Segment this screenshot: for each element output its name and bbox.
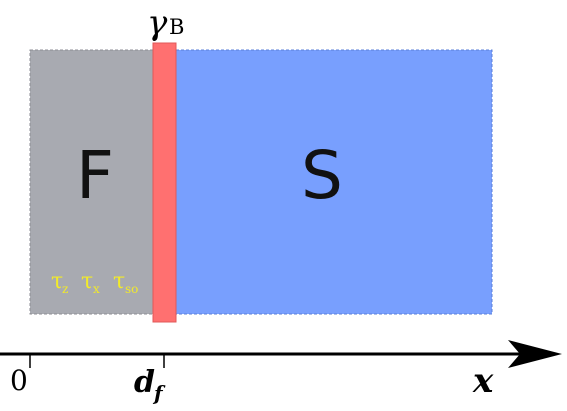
barrier-label-main: γ xyxy=(147,3,168,43)
tau-so-label: τ so xyxy=(113,269,138,296)
interface-label: d f xyxy=(134,365,166,405)
x-axis-arrowhead xyxy=(508,340,562,368)
relaxation-times: τ z τ x τ so xyxy=(51,269,138,296)
superconductor-label: S xyxy=(301,137,343,214)
origin-label: 0 xyxy=(10,364,28,397)
axis-label: x xyxy=(472,361,494,401)
ferromagnet-region xyxy=(29,49,155,315)
superconductor-region xyxy=(175,49,493,315)
tau-z-label: τ z xyxy=(51,269,68,296)
barrier-layer xyxy=(152,42,177,323)
barrier-label-sub: B xyxy=(169,15,184,39)
barrier-label: γ B xyxy=(147,3,184,43)
tau-x-label: τ x xyxy=(81,269,100,296)
ferromagnet-label: F xyxy=(76,137,114,214)
